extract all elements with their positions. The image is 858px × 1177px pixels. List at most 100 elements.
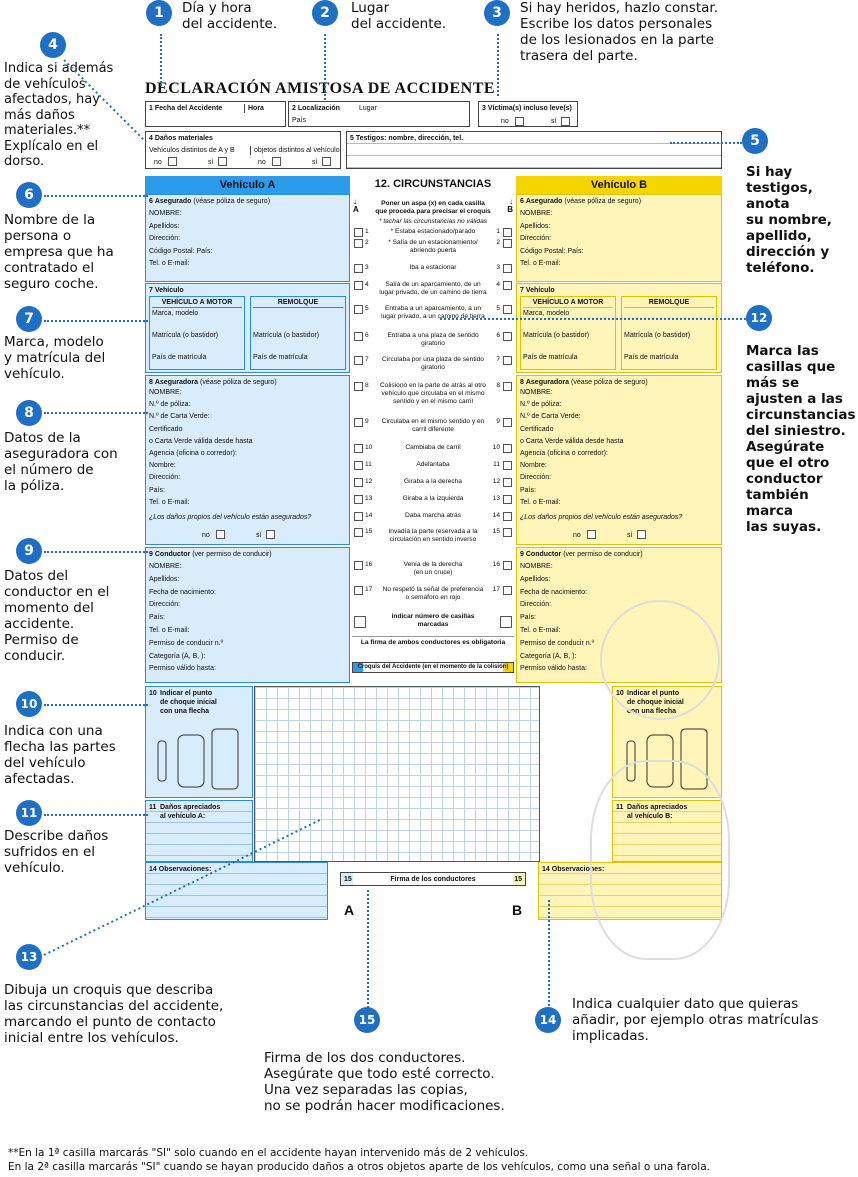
connector-5: [670, 142, 742, 144]
field-3-victims[interactable]: 3 Víctima(s) incluso leve(s) no sí: [478, 101, 578, 127]
annotation-text-3: Si hay heridos, hazlo constar. Escribe l…: [520, 0, 718, 64]
annotation-badge-9: 9: [16, 538, 42, 564]
annotation-text-13: Dibuja un croquis que describa las circu…: [4, 982, 224, 1046]
connector-11: [44, 814, 148, 816]
field-10-impact-a[interactable]: 10 Indicar el punto de choque inicial co…: [145, 686, 253, 798]
circ-10-a-checkbox[interactable]: [354, 444, 363, 453]
circ-7-b-checkbox[interactable]: [503, 356, 512, 365]
field-8-insurer-b[interactable]: 8 Aseguradora (véase póliza de seguro) N…: [516, 375, 722, 545]
circ-9-b-checkbox[interactable]: [503, 418, 512, 427]
circ-num-b: 11: [493, 461, 500, 468]
circ-8-b-checkbox[interactable]: [503, 382, 512, 391]
circ-2-a-checkbox[interactable]: [354, 239, 363, 248]
other-vehicles-si-checkbox[interactable]: [218, 157, 227, 166]
circ-label: No respetó la señal de preferencia o sem…: [382, 586, 484, 601]
circ-num-b: 4: [496, 281, 500, 288]
annotation-text-10: Indica con una flecha las partes del veh…: [4, 723, 116, 787]
circ-8-a-checkbox[interactable]: [354, 382, 363, 391]
field-8-insurer-a[interactable]: 8 Aseguradora (véase póliza de seguro) N…: [145, 375, 350, 545]
count-a-box[interactable]: [354, 616, 366, 628]
other-vehicles-no-checkbox[interactable]: [168, 157, 177, 166]
circ-16-a-checkbox[interactable]: [354, 561, 363, 570]
circ-13-a-checkbox[interactable]: [354, 495, 363, 504]
circ-5-a-checkbox[interactable]: [354, 305, 363, 314]
circ-num-b: 13: [492, 495, 500, 502]
circ-num-b: 9: [496, 418, 500, 425]
annotation-text-11: Describe daños sufridos en el vehículo.: [4, 828, 109, 876]
circ-14-a-checkbox[interactable]: [354, 512, 363, 521]
connector-6: [44, 195, 148, 197]
circ-label: Iba a estacionar: [409, 264, 457, 271]
circ-11-b-checkbox[interactable]: [503, 461, 512, 470]
circ-12-b-checkbox[interactable]: [503, 478, 512, 487]
form-title: DECLARACIÓN AMISTOSA DE ACCIDENTE: [145, 80, 496, 97]
annotation-text-9: Datos del conductor en el momento del ac…: [4, 568, 110, 664]
circ-15-a-checkbox[interactable]: [354, 528, 363, 537]
circ-17-b-checkbox[interactable]: [503, 586, 512, 595]
annotation-text-15: Firma de los dos conductores. Asegúrate …: [264, 1050, 505, 1114]
other-objects-si-checkbox[interactable]: [322, 157, 331, 166]
annotation-badge-11: 11: [16, 800, 42, 826]
other-objects-no-checkbox[interactable]: [272, 157, 281, 166]
circ-num-a: 14: [365, 512, 373, 519]
circ-num-b: 17: [492, 586, 500, 593]
circ-9-a-checkbox[interactable]: [354, 418, 363, 427]
circ-11-a-checkbox[interactable]: [354, 461, 363, 470]
annotation-badge-4: 4: [40, 32, 66, 58]
field-9-driver-a[interactable]: 9 Conductor (ver permiso de conducir) NO…: [145, 547, 350, 683]
connector-7: [44, 320, 148, 322]
circ-6-b-checkbox[interactable]: [503, 332, 512, 341]
field-2-location[interactable]: 2 Localización Lugar País: [288, 101, 470, 127]
circ-num-b: 5: [496, 305, 500, 312]
circ-num-b: 14: [492, 512, 500, 519]
circ-15-b-checkbox[interactable]: [503, 528, 512, 537]
circ-16-b-checkbox[interactable]: [503, 561, 512, 570]
connector-4: [63, 59, 147, 143]
circ-1-b-checkbox[interactable]: [503, 228, 512, 237]
circ-3-a-checkbox[interactable]: [354, 264, 363, 273]
circ-4-b-checkbox[interactable]: [503, 281, 512, 290]
insured-b-no-checkbox[interactable]: [587, 530, 596, 539]
count-b-box[interactable]: [500, 616, 512, 628]
circ-label: * Salía de un estacionamiento/ abriendo …: [388, 239, 478, 254]
insured-b-si-checkbox[interactable]: [637, 530, 646, 539]
field-4-material-damage[interactable]: 4 Daños materiales Vehículos distintos d…: [145, 131, 341, 169]
field-7-vehicle-a[interactable]: 7 Vehículo VEHÍCULO A MOTOR Marca, model…: [145, 283, 350, 373]
circ-5-b-checkbox[interactable]: [503, 305, 512, 314]
field-11-damage-a[interactable]: 11 Daños apreciados al vehículo A:: [145, 800, 253, 862]
circ-label: Salía de un aparcamiento, de un lugar pr…: [379, 281, 487, 296]
watermark-seal-icon: [600, 600, 720, 720]
insured-a-no-checkbox[interactable]: [216, 530, 225, 539]
circ-num-a: 12: [365, 478, 373, 485]
field-6-insured-a[interactable]: 6 Asegurado (véase póliza de seguro) NOM…: [145, 194, 350, 282]
circ-14-b-checkbox[interactable]: [503, 512, 512, 521]
circ-10-b-checkbox[interactable]: [503, 444, 512, 453]
circ-12-a-checkbox[interactable]: [354, 478, 363, 487]
circ-num-a: 11: [365, 461, 372, 468]
circ-num-b: 6: [496, 332, 500, 339]
circ-label: Circulaba por una plaza de sentido girat…: [382, 356, 484, 371]
circ-6-a-checkbox[interactable]: [354, 332, 363, 341]
victims-no-checkbox[interactable]: [515, 117, 524, 126]
circ-3-b-checkbox[interactable]: [503, 264, 512, 273]
circ-4-a-checkbox[interactable]: [354, 281, 363, 290]
circ-17-a-checkbox[interactable]: [354, 586, 363, 595]
field-13-sketch-grid[interactable]: [254, 686, 540, 862]
circ-2-b-checkbox[interactable]: [503, 239, 512, 248]
field-14-observations-a[interactable]: 14 Observaciones:: [145, 862, 328, 920]
circ-num-a: 16: [365, 561, 373, 568]
field-6-insured-b[interactable]: 6 Asegurado (véase póliza de seguro) NOM…: [516, 194, 722, 282]
field-7-vehicle-b[interactable]: 7 Vehículo VEHÍCULO A MOTOR Marca, model…: [516, 283, 722, 373]
circ-7-a-checkbox[interactable]: [354, 356, 363, 365]
victims-si-checkbox[interactable]: [561, 117, 570, 126]
field-13-header: Croquis del Accidente (en el momento de …: [352, 662, 514, 673]
circ-1-a-checkbox[interactable]: [354, 228, 363, 237]
annotation-text-7: Marca, modelo y matrícula del vehículo.: [4, 334, 106, 382]
insured-a-si-checkbox[interactable]: [266, 530, 275, 539]
field-5-witnesses[interactable]: 5 Testigos: nombre, dirección, tel.: [346, 131, 722, 169]
annotation-badge-6: 6: [16, 182, 42, 208]
circ-13-b-checkbox[interactable]: [503, 495, 512, 504]
field-15-signatures[interactable]: 15 Firma de los conductores 15: [340, 872, 526, 886]
circ-num-b: 8: [496, 382, 500, 389]
field-1-date-time[interactable]: 1 Fecha del Accidente Hora: [145, 101, 286, 127]
